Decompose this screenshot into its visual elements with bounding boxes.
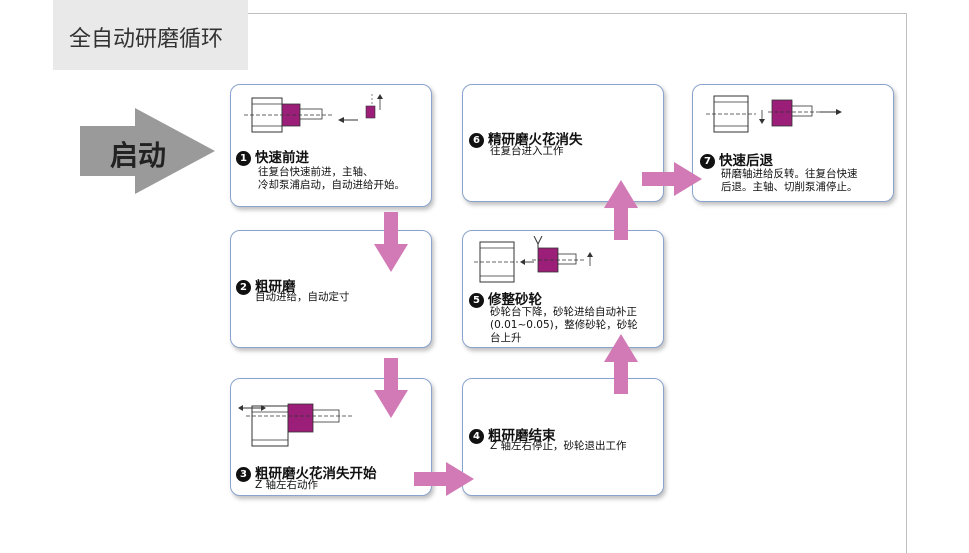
step-3-desc: Z 轴左右动作 xyxy=(255,479,319,491)
start-arrow xyxy=(80,108,215,194)
step-6-desc: 往复台进入工作 xyxy=(490,145,564,157)
page-title: 全自动研磨循环 xyxy=(53,0,248,70)
flow-arrow-right-1 xyxy=(414,462,474,496)
step-7-illustration xyxy=(706,95,842,133)
step-5-desc: 砂轮台下降，砂轮进给自动补正(0.01~0.05)，整修砂轮，砂轮台上升 xyxy=(490,306,638,344)
flow-arrow-down-1 xyxy=(374,212,408,272)
diagram-frame xyxy=(53,13,907,553)
flow-arrow-up-2 xyxy=(604,180,638,240)
step-card-4 xyxy=(462,378,664,496)
step-3-illustration xyxy=(238,403,354,447)
step-7-desc: 研磨轴进给反转。往复台快速后退。主轴、切削泵浦停止。 xyxy=(721,168,858,193)
step-1-desc: 往复台快速前进，主轴、冷却泵浦启动，自动进给开始。 xyxy=(258,166,405,191)
start-label: 启动 xyxy=(110,139,167,172)
step-2-desc: 自动进给，自动定寸 xyxy=(255,291,350,303)
step-card-5 xyxy=(462,230,664,348)
step-5-illustration xyxy=(474,236,593,283)
flow-arrow-up-1 xyxy=(604,334,638,394)
step-1-illustration xyxy=(244,94,383,133)
flow-arrow-right-2 xyxy=(642,162,702,196)
step-card-6 xyxy=(462,84,664,202)
flow-arrow-down-2 xyxy=(374,358,408,418)
step-4-desc: Z 轴左右停止，砂轮退出工作 xyxy=(490,440,627,452)
